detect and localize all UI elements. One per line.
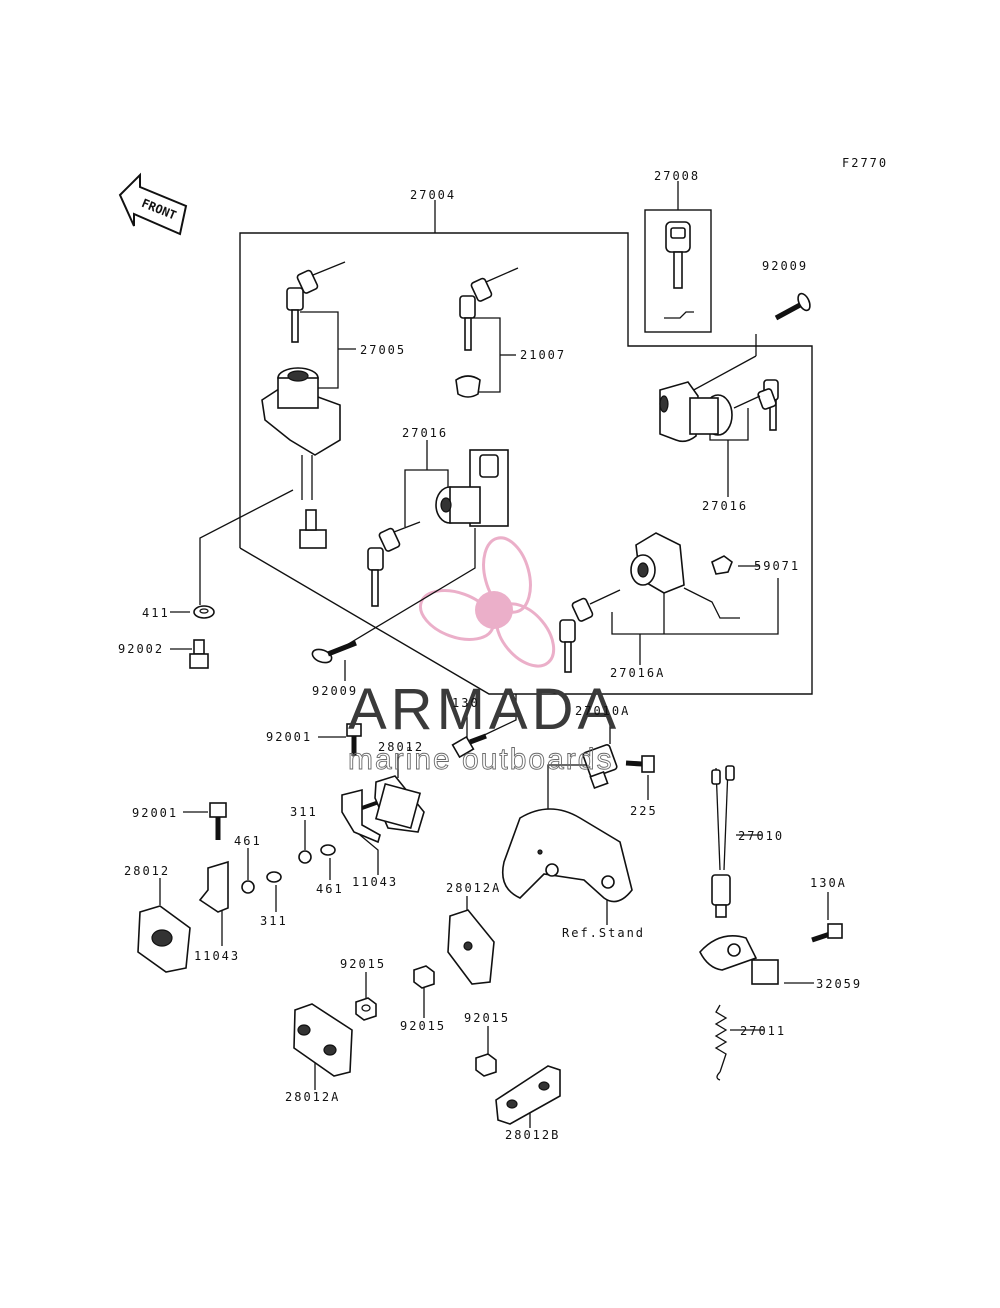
stand-bracket (501, 808, 633, 903)
nut-92015-a (355, 997, 377, 1021)
label-11043-a: 11043 (352, 875, 398, 889)
key-pair-21007 (455, 267, 519, 398)
nut-92015-c (475, 1053, 497, 1077)
reflector-28012-a (374, 775, 425, 833)
lock-27016A (559, 532, 740, 673)
key-27008 (664, 221, 694, 319)
label-461-b: 461 (316, 882, 344, 896)
figure-code: F2770 (842, 156, 888, 170)
bolt-130 (451, 733, 487, 759)
label-ref-stand: Ref.Stand (562, 926, 645, 940)
nut-92015-b (413, 965, 435, 989)
bracket-32059 (699, 935, 779, 985)
label-32059: 32059 (816, 977, 862, 991)
label-92001-a: 92001 (266, 730, 312, 744)
label-27005: 27005 (360, 343, 406, 357)
label-92009-bottom: 92009 (312, 684, 358, 698)
label-28012A-a: 28012A (446, 881, 501, 895)
label-27004: 27004 (410, 188, 456, 202)
label-27016-right: 27016 (702, 499, 748, 513)
label-92001-b: 92001 (132, 806, 178, 820)
bracket-11043-b (198, 860, 229, 913)
spring-27011 (714, 1004, 728, 1081)
label-28012-b: 28012 (124, 864, 170, 878)
label-92015-c: 92015 (464, 1011, 510, 1025)
label-27010: 27010 (738, 829, 784, 843)
label-27011: 27011 (740, 1024, 786, 1038)
bolt-92001-a (346, 723, 362, 756)
label-28012A-b: 28012A (285, 1090, 340, 1104)
label-130: 130 (452, 696, 480, 710)
key-pair-27005 (286, 261, 346, 343)
bolt-92001-b (209, 802, 227, 840)
switch-27010A (582, 744, 618, 790)
label-461-a: 461 (234, 834, 262, 848)
bolt-130A (811, 923, 843, 943)
label-311-b: 311 (260, 914, 288, 928)
screw-92009-bottom (311, 640, 357, 664)
armada-logo-icon (419, 536, 556, 668)
frame-lines (159, 181, 829, 1128)
washer-411 (193, 605, 215, 619)
switch-27010 (711, 765, 735, 918)
reflector-28012A-b (293, 1003, 353, 1077)
label-92009-top: 92009 (762, 259, 808, 273)
ignition-switch (261, 367, 341, 549)
label-27010A: 27010A (575, 704, 630, 718)
label-311-a: 311 (290, 805, 318, 819)
label-11043-b: 11043 (194, 949, 240, 963)
label-225: 225 (630, 804, 658, 818)
lock-27016-mid (367, 449, 509, 607)
label-27016-mid: 27016 (402, 426, 448, 440)
bolt-225 (625, 755, 655, 773)
label-27016A: 27016A (610, 666, 665, 680)
screw-92009-top (774, 292, 811, 321)
label-92002: 92002 (118, 642, 164, 656)
nuts-washers (241, 844, 336, 894)
label-59071: 59071 (754, 559, 800, 573)
lock-27016-right (659, 379, 779, 443)
bolt-92002 (189, 639, 209, 669)
label-92015-a: 92015 (340, 957, 386, 971)
label-92015-b: 92015 (400, 1019, 446, 1033)
label-411: 411 (142, 606, 170, 620)
watermark-tagline: marine outboards (348, 743, 613, 776)
reflector-28012A-a (447, 909, 495, 985)
reflector-28012-b (137, 905, 191, 973)
label-130A: 130A (810, 876, 847, 890)
label-28012B: 28012B (505, 1128, 560, 1142)
label-28012-a: 28012 (378, 740, 424, 754)
label-27008: 27008 (654, 169, 700, 183)
watermark-brand: ARMADA (348, 677, 620, 742)
label-21007: 21007 (520, 348, 566, 362)
reflector-28012B (495, 1065, 561, 1125)
front-arrow-icon: FRONT (118, 172, 188, 236)
